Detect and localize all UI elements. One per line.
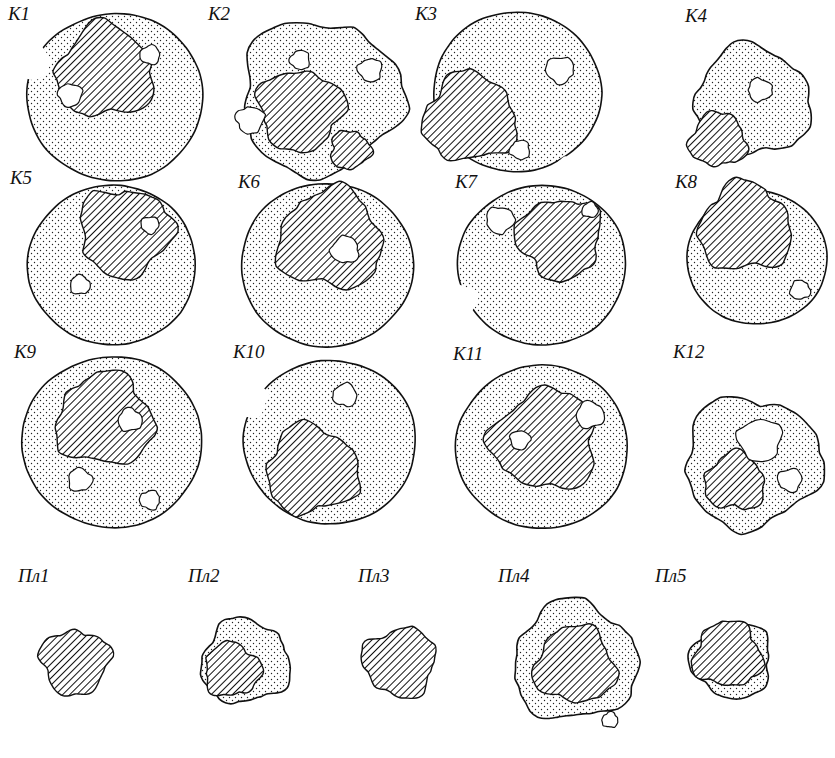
figure-label: К4 xyxy=(683,6,709,27)
figure-label: К6 xyxy=(236,172,262,193)
void xyxy=(69,467,93,491)
hatched-region xyxy=(275,181,384,290)
void xyxy=(576,400,604,428)
notch xyxy=(556,156,584,185)
particle-figure xyxy=(27,185,195,345)
dotted-region xyxy=(245,23,410,181)
void xyxy=(333,382,357,407)
figure-label: К1 xyxy=(6,4,32,25)
dotted-region xyxy=(688,622,769,699)
particle-figure xyxy=(242,181,414,347)
notch xyxy=(230,383,269,418)
void xyxy=(602,711,618,727)
figure-label: К8 xyxy=(673,172,699,193)
particle-figure xyxy=(446,185,626,345)
figure-label: К10 xyxy=(231,342,267,363)
particle-figure xyxy=(361,626,436,698)
figure-label: Пл3 xyxy=(356,566,392,587)
void xyxy=(545,57,573,84)
hatched-region xyxy=(53,18,154,117)
figure-label: К5 xyxy=(8,168,34,189)
void xyxy=(289,50,309,69)
void xyxy=(789,280,810,299)
figure-label: Пл2 xyxy=(186,566,222,587)
particle-figure xyxy=(686,40,811,167)
void xyxy=(357,59,382,82)
void xyxy=(140,44,160,64)
hatched-region xyxy=(686,111,749,167)
dotted-grain xyxy=(27,185,195,345)
figure-label: К3 xyxy=(413,4,439,25)
figure-label: К9 xyxy=(12,342,38,363)
hatched-region xyxy=(532,624,619,703)
figure-label: К7 xyxy=(453,172,479,193)
void xyxy=(582,201,598,217)
particle-figure xyxy=(685,397,825,535)
hatched-region xyxy=(514,201,600,282)
dotted-grain xyxy=(27,13,203,180)
figure-label: К12 xyxy=(671,342,707,363)
particle-figure xyxy=(22,357,202,528)
particle-figure xyxy=(455,365,627,528)
void xyxy=(71,274,91,294)
figure-label: Пл5 xyxy=(653,566,689,587)
hatched-region xyxy=(206,641,264,696)
hatched-region xyxy=(38,629,114,696)
figure-label: К11 xyxy=(451,344,485,365)
particle-figure xyxy=(688,621,769,699)
dotted-region xyxy=(515,597,640,718)
void xyxy=(509,431,531,450)
hatched-region xyxy=(483,385,594,489)
particle-figure xyxy=(200,617,290,704)
particle-figure xyxy=(515,597,640,727)
hatched-region xyxy=(696,177,791,268)
figure-label: К2 xyxy=(206,4,232,25)
particle-figure xyxy=(235,23,410,181)
particle-figure xyxy=(421,12,602,185)
dotted-grain xyxy=(22,357,202,528)
void xyxy=(509,140,529,160)
hatched-region xyxy=(361,626,436,698)
void xyxy=(57,84,83,108)
hatched-region xyxy=(55,370,157,464)
hatched-region xyxy=(266,419,360,517)
particle-figure xyxy=(687,177,827,324)
void xyxy=(736,420,783,462)
void xyxy=(118,407,142,431)
hatched-region xyxy=(421,69,517,161)
particle-figure xyxy=(230,360,415,523)
dotted-grain xyxy=(243,360,415,523)
particle-figure xyxy=(5,13,203,180)
notch xyxy=(5,36,52,80)
void xyxy=(777,468,802,492)
void xyxy=(235,107,266,134)
dotted-region xyxy=(200,617,290,704)
notch xyxy=(446,285,480,317)
dotted-region xyxy=(685,397,825,535)
hatched-region xyxy=(331,131,374,170)
figure-label: Пл1 xyxy=(16,566,52,587)
hatched-region xyxy=(691,621,765,685)
void xyxy=(487,207,516,235)
dotted-grain xyxy=(455,365,627,528)
void xyxy=(748,77,772,102)
void xyxy=(141,217,159,234)
void xyxy=(139,490,159,510)
dotted-grain xyxy=(457,185,625,345)
particle-figure xyxy=(38,629,114,696)
hatched-region xyxy=(80,191,178,280)
void xyxy=(329,235,359,263)
figure-label: Пл4 xyxy=(496,566,532,587)
